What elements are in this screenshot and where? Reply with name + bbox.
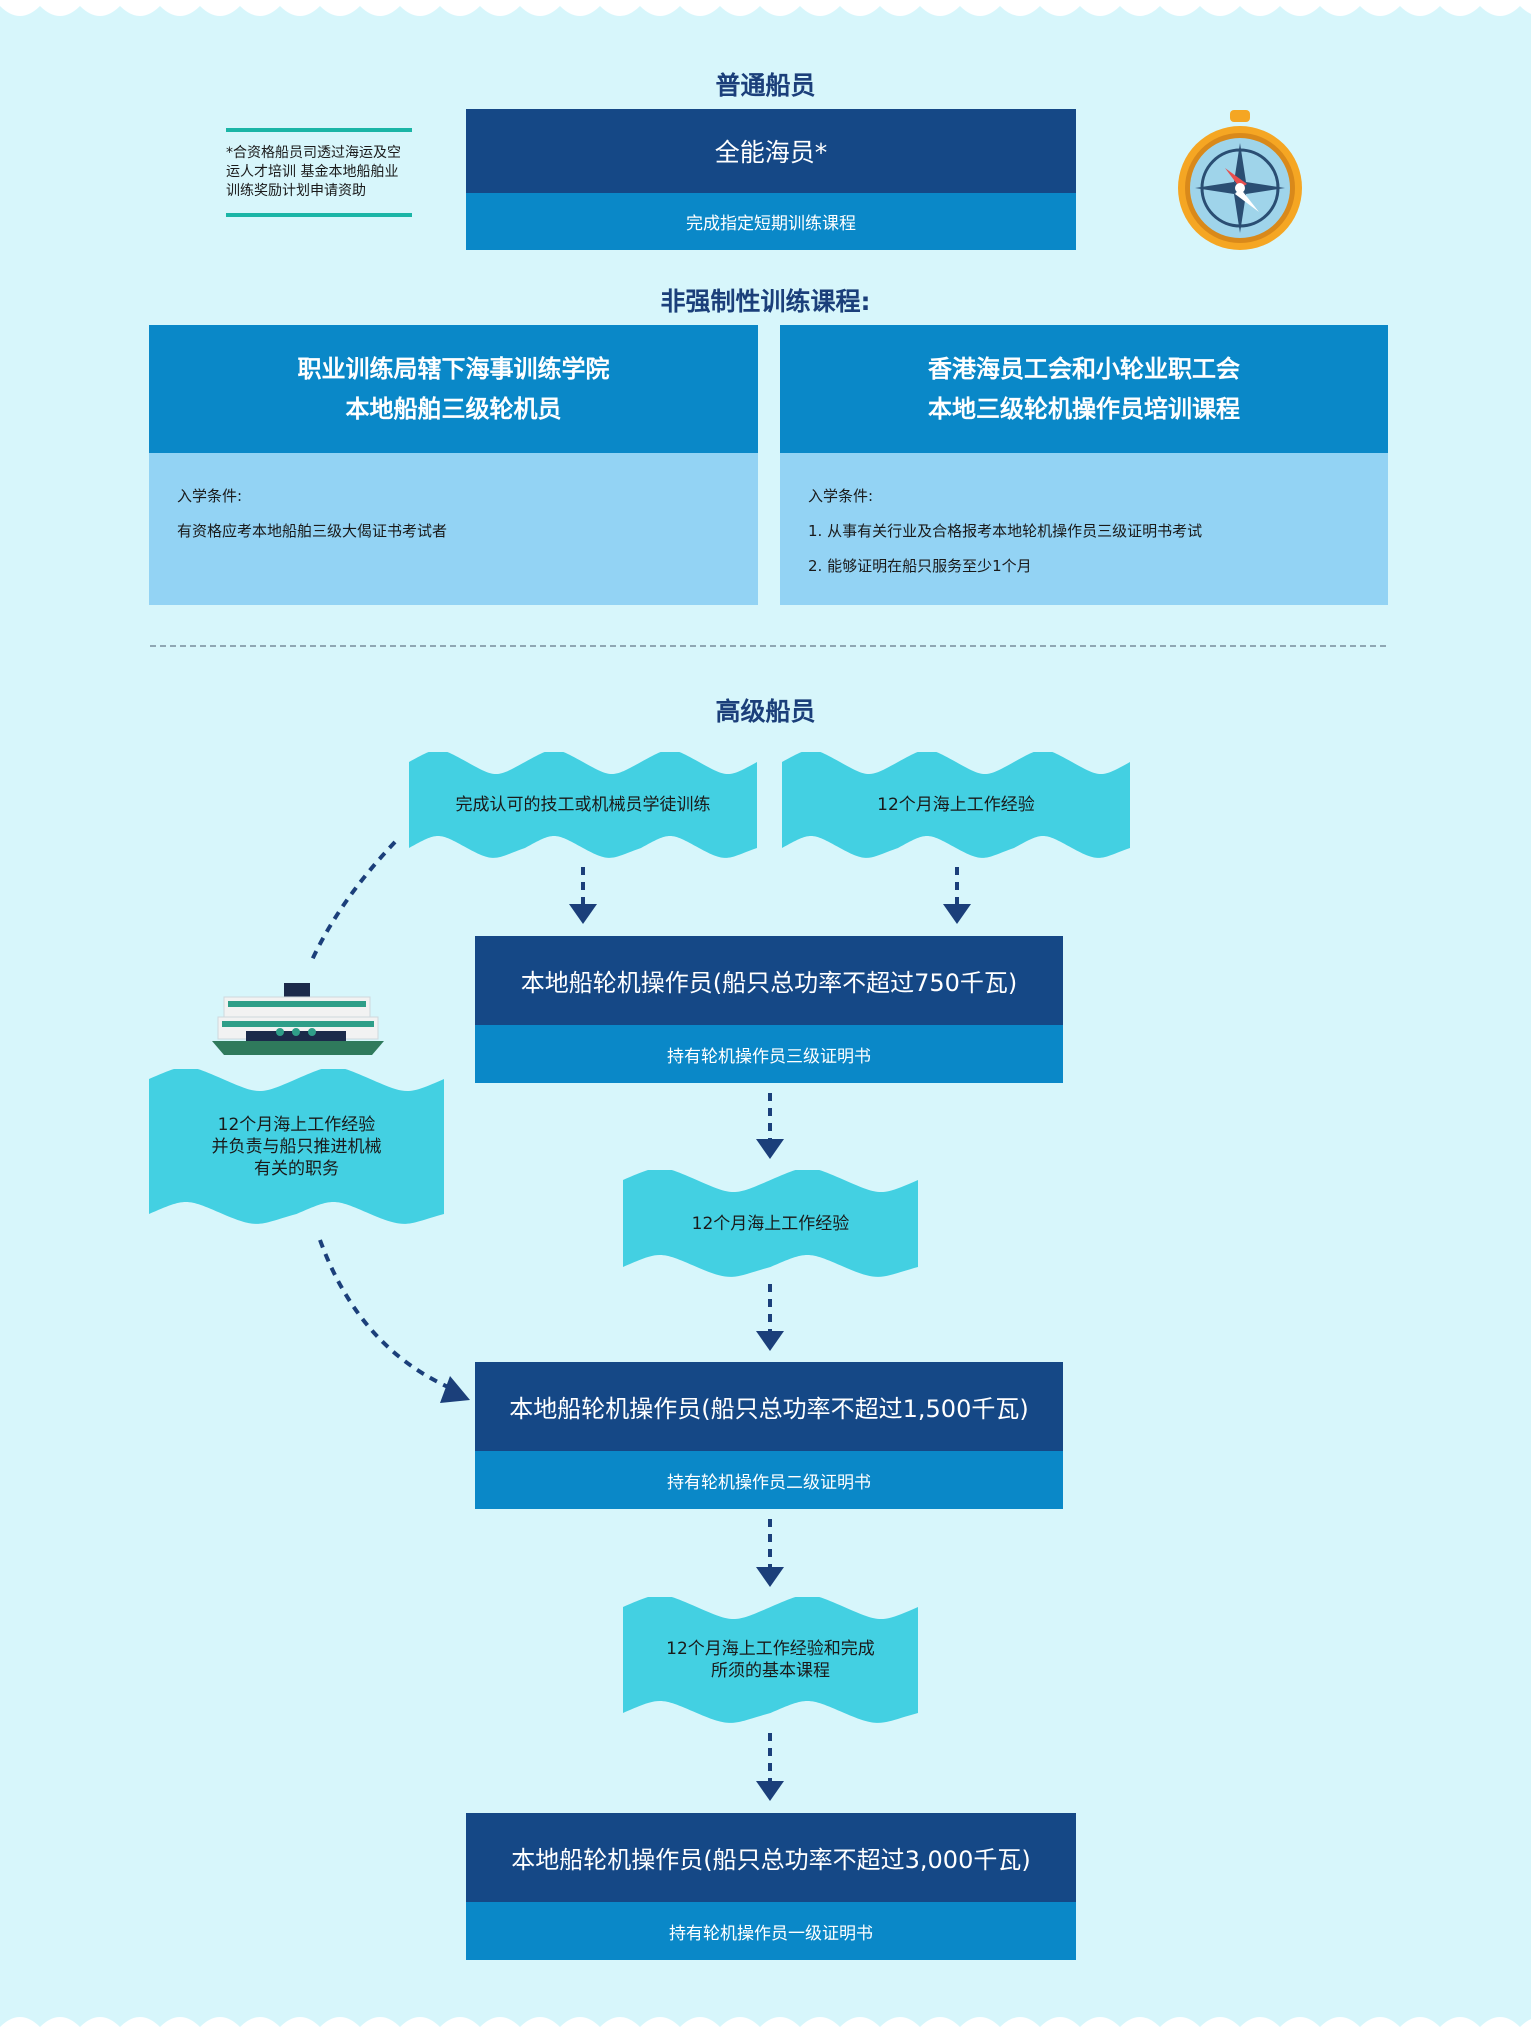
wave-shape [623, 1597, 918, 1723]
wave-side-path: 12个月海上工作经验 并负责与船只推进机械 有关的职务 [149, 1069, 444, 1224]
level-1500kw-title: 本地船轮机操作员(船只总功率不超过1,500千瓦) [475, 1362, 1063, 1451]
wave-sea-experience-b-text: 12个月海上工作经验 [691, 1213, 850, 1234]
section-title-general-crew: 普通船员 [715, 71, 816, 100]
section-divider [150, 645, 1386, 647]
funding-note: *合资格船员司透过海运及空运人才培训 基金本地船舶业训练奖励计划申请资助 [226, 128, 412, 217]
wave-apprentice-text: 完成认可的技工或机械员学徒训练 [455, 795, 711, 815]
requirements-label: 入学条件: [808, 487, 874, 505]
course-header-union: 香港海员工会和小轮业职工会 本地三级轮机操作员培训课程 [780, 325, 1388, 453]
course-union-line1: 香港海员工会和小轮业职工会 [928, 355, 1240, 383]
wave-side-path-text: 12个月海上工作经验 并负责与船只推进机械 有关的职务 [211, 1114, 382, 1179]
ferry-icon [212, 983, 384, 1055]
wave-shape [623, 1170, 918, 1277]
level-1500kw-cert: 持有轮机操作员二级证明书 [475, 1451, 1063, 1509]
level-3000kw-title: 本地船轮机操作员(船只总功率不超过3,000千瓦) [466, 1813, 1076, 1902]
bottom-wave-border [0, 2017, 1531, 2033]
able-seafarer-title: 全能海员* [466, 109, 1076, 193]
arrow-side-to-1500 [318, 1239, 456, 1392]
course-requirements-ivtc: 入学条件: 有资格应考本地船舶三级大偈证书考试者 [149, 453, 758, 605]
section-title-senior-crew: 高级船员 [715, 697, 816, 726]
section-title-optional-courses: 非强制性训练课程: [660, 287, 871, 316]
wave-sea-experience-c-text: 12个月海上工作经验和完成 所须的基本课程 [666, 1639, 875, 1681]
arrow-apprentice-to-side [310, 840, 397, 961]
compass-icon [1178, 110, 1302, 250]
wave-sea-experience-a-text: 12个月海上工作经验 [877, 795, 1035, 815]
wave-sea-experience-b: 12个月海上工作经验 [623, 1170, 918, 1277]
able-seafarer-subtitle: 完成指定短期训练课程 [466, 193, 1076, 250]
wave-shape [782, 752, 1130, 858]
wave-apprentice: 完成认可的技工或机械员学徒训练 [409, 752, 757, 858]
requirements-label: 入学条件: [177, 487, 243, 505]
level-750kw-cert: 持有轮机操作员三级证明书 [475, 1025, 1063, 1083]
wave-shape [149, 1069, 444, 1224]
wave-shape [409, 752, 757, 858]
wave-sea-experience-c: 12个月海上工作经验和完成 所须的基本课程 [623, 1597, 918, 1723]
course-union-line2: 本地三级轮机操作员培训课程 [928, 395, 1240, 423]
course-ivtc-line1: 职业训练局辖下海事训练学院 [297, 355, 610, 383]
level-3000kw-cert: 持有轮机操作员一级证明书 [466, 1902, 1076, 1960]
requirement-line: 有资格应考本地船舶三级大偈证书考试者 [177, 522, 448, 540]
course-header-ivtc: 职业训练局辖下海事训练学院 本地船舶三级轮机员 [149, 325, 758, 453]
requirement-line: 1. 从事有关行业及合格报考本地轮机操作员三级证明书考试 [808, 522, 1203, 540]
level-750kw-title: 本地船轮机操作员(船只总功率不超过750千瓦) [475, 936, 1063, 1025]
wave-sea-experience-a: 12个月海上工作经验 [782, 752, 1130, 858]
top-wave-border [0, 0, 1531, 16]
requirement-line: 2. 能够证明在船只服务至少1个月 [808, 557, 1032, 575]
course-ivtc-line2: 本地船舶三级轮机员 [345, 395, 562, 423]
course-requirements-union: 入学条件: 1. 从事有关行业及合格报考本地轮机操作员三级证明书考试 2. 能够… [780, 453, 1388, 605]
